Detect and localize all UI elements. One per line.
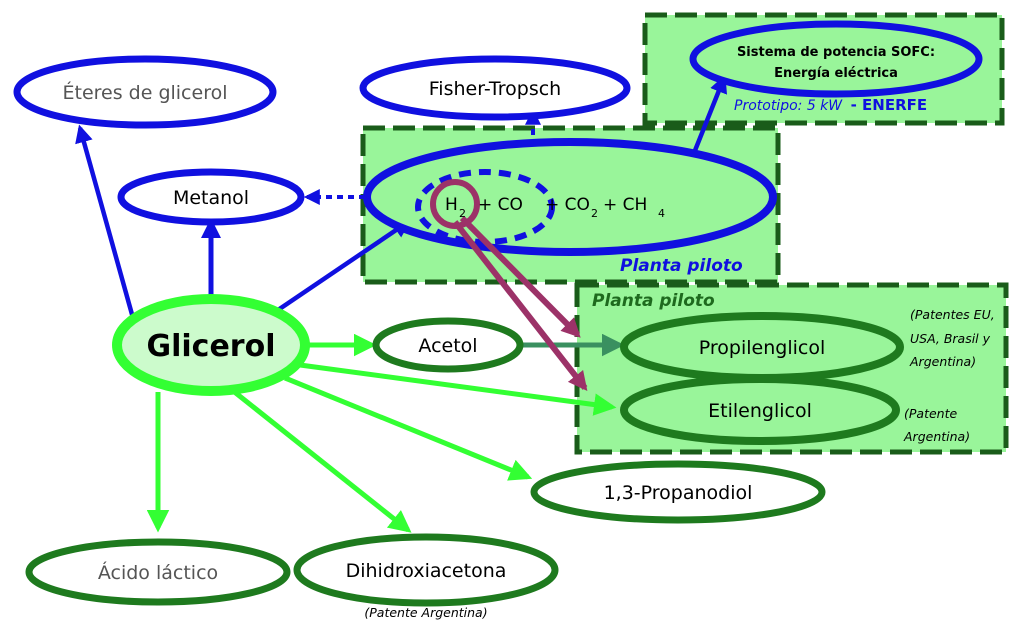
- h2-highlight-circle: [430, 179, 480, 229]
- label-sofc-line1: Sistema de potencia SOFC:: [737, 45, 935, 60]
- syngas-co: + CO: [478, 195, 523, 215]
- arrow-glicerol-propanodiol: [284, 375, 533, 481]
- note-patente-dhx: (Patente Argentina): [364, 605, 487, 620]
- label-metanol: Metanol: [173, 187, 249, 209]
- syngas-h-sub: 2: [459, 207, 466, 220]
- syngas-ch-sub: 4: [658, 207, 665, 220]
- arrow-h2-etilenglicol: [452, 220, 588, 392]
- node-propanodiol: [530, 460, 826, 524]
- label-propilenglicol: Propilenglicol: [699, 337, 825, 359]
- arrow-glicerol-dihidroxiacetona: [230, 388, 412, 533]
- node-fisher: [359, 55, 631, 121]
- syngas-ch: + CH: [603, 195, 647, 215]
- label-fisher: Fisher-Tropsch: [429, 78, 561, 100]
- note-patentes-l2: USA, Brasil y: [910, 331, 991, 346]
- syngas-co2: + CO: [545, 195, 590, 215]
- node-dihidroxiacetona: [293, 533, 559, 607]
- label-eteres: Éteres de glicerol: [62, 81, 227, 104]
- label-propanodiol: 1,3-Propanodiol: [604, 482, 753, 504]
- node-acetol: [372, 317, 524, 373]
- arrow-glicerol-etilenglicol: [299, 362, 617, 416]
- arrow-h2-propilenglicol: [459, 215, 581, 338]
- node-glicerol: [112, 294, 310, 396]
- note-patente-etil-l1: (Patente: [904, 406, 957, 421]
- label-sofc-line2: Energía eléctrica: [774, 66, 898, 81]
- syngas-h: H: [445, 195, 458, 215]
- node-sofc: [689, 20, 983, 98]
- node-etilenglicol: [620, 375, 900, 445]
- arrow-syngas-sofc: [689, 74, 728, 159]
- label-acido: Ácido láctico: [98, 561, 218, 584]
- arrow-glicerol-syngas: [276, 219, 411, 312]
- node-eteres: [13, 55, 277, 129]
- label-glicerol: Glicerol: [146, 329, 275, 364]
- label-acetol: Acetol: [418, 335, 477, 357]
- label-prototipo-text: Prototipo: 5 kW: [734, 98, 843, 114]
- label-etilenglicol: Etilenglicol: [708, 400, 812, 422]
- label-planta-piloto-glycols: Planta piloto: [592, 291, 715, 311]
- node-acido: [25, 538, 291, 606]
- arrow-glicerol-eteres: [75, 124, 136, 319]
- node-metanol: [117, 168, 305, 226]
- label-planta-piloto-syngas: Planta piloto: [620, 256, 743, 276]
- syngas-co2-sub: 2: [591, 207, 598, 220]
- label-enerfe: - ENERFE: [851, 96, 928, 114]
- note-patente-etil-l2: Argentina): [903, 429, 970, 444]
- note-patentes-l1: (Patentes EU,: [910, 307, 995, 322]
- label-prototipo: Prototipo: 5 kW - ENERFE: [734, 96, 927, 114]
- label-dihidroxiacetona: Dihidroxiacetona: [346, 560, 507, 582]
- note-patentes-l3: Argentina): [909, 354, 976, 369]
- syngas-formula: H 2 + CO + CO 2 + CH 4: [445, 195, 665, 220]
